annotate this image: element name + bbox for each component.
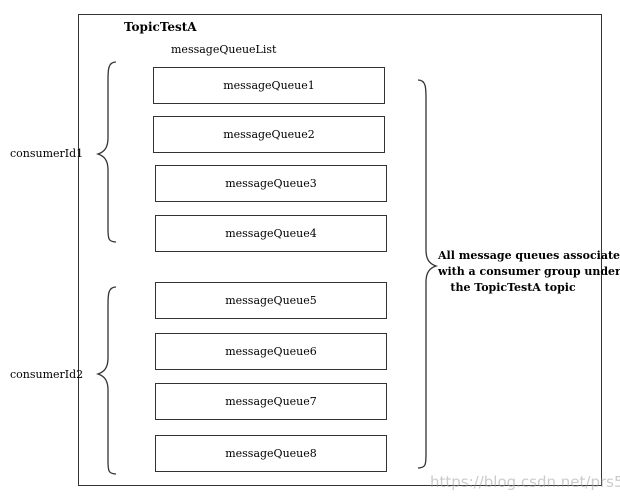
topic-frame: [78, 14, 602, 486]
message-queue-4: messageQueue4: [155, 215, 387, 252]
message-queue-3: messageQueue3: [155, 165, 387, 202]
description-line-2: with a consumer group under: [438, 265, 620, 278]
message-queue-list-label: messageQueueList: [171, 43, 277, 56]
description-line-1: All message queues associated: [438, 249, 620, 262]
message-queue-7: messageQueue7: [155, 383, 387, 420]
message-queue-1: messageQueue1: [153, 67, 385, 104]
message-queue-6: messageQueue6: [155, 333, 387, 370]
description-text: All message queues associated with a con…: [438, 248, 620, 296]
message-queue-2: messageQueue2: [153, 116, 385, 153]
consumer-2-brace: [95, 286, 117, 475]
topic-title: TopicTestA: [124, 20, 197, 34]
consumer-1-label: consumerId1: [10, 147, 84, 160]
message-queue-5: messageQueue5: [155, 282, 387, 319]
description-line-3: the TopicTestA topic: [450, 281, 576, 294]
watermark: https://blog.csdn.net/prs536: [430, 473, 620, 491]
all-queues-brace: [417, 79, 439, 469]
message-queue-8: messageQueue8: [155, 435, 387, 472]
consumer-2-label: consumerId2: [10, 368, 84, 381]
consumer-1-brace: [95, 61, 117, 243]
